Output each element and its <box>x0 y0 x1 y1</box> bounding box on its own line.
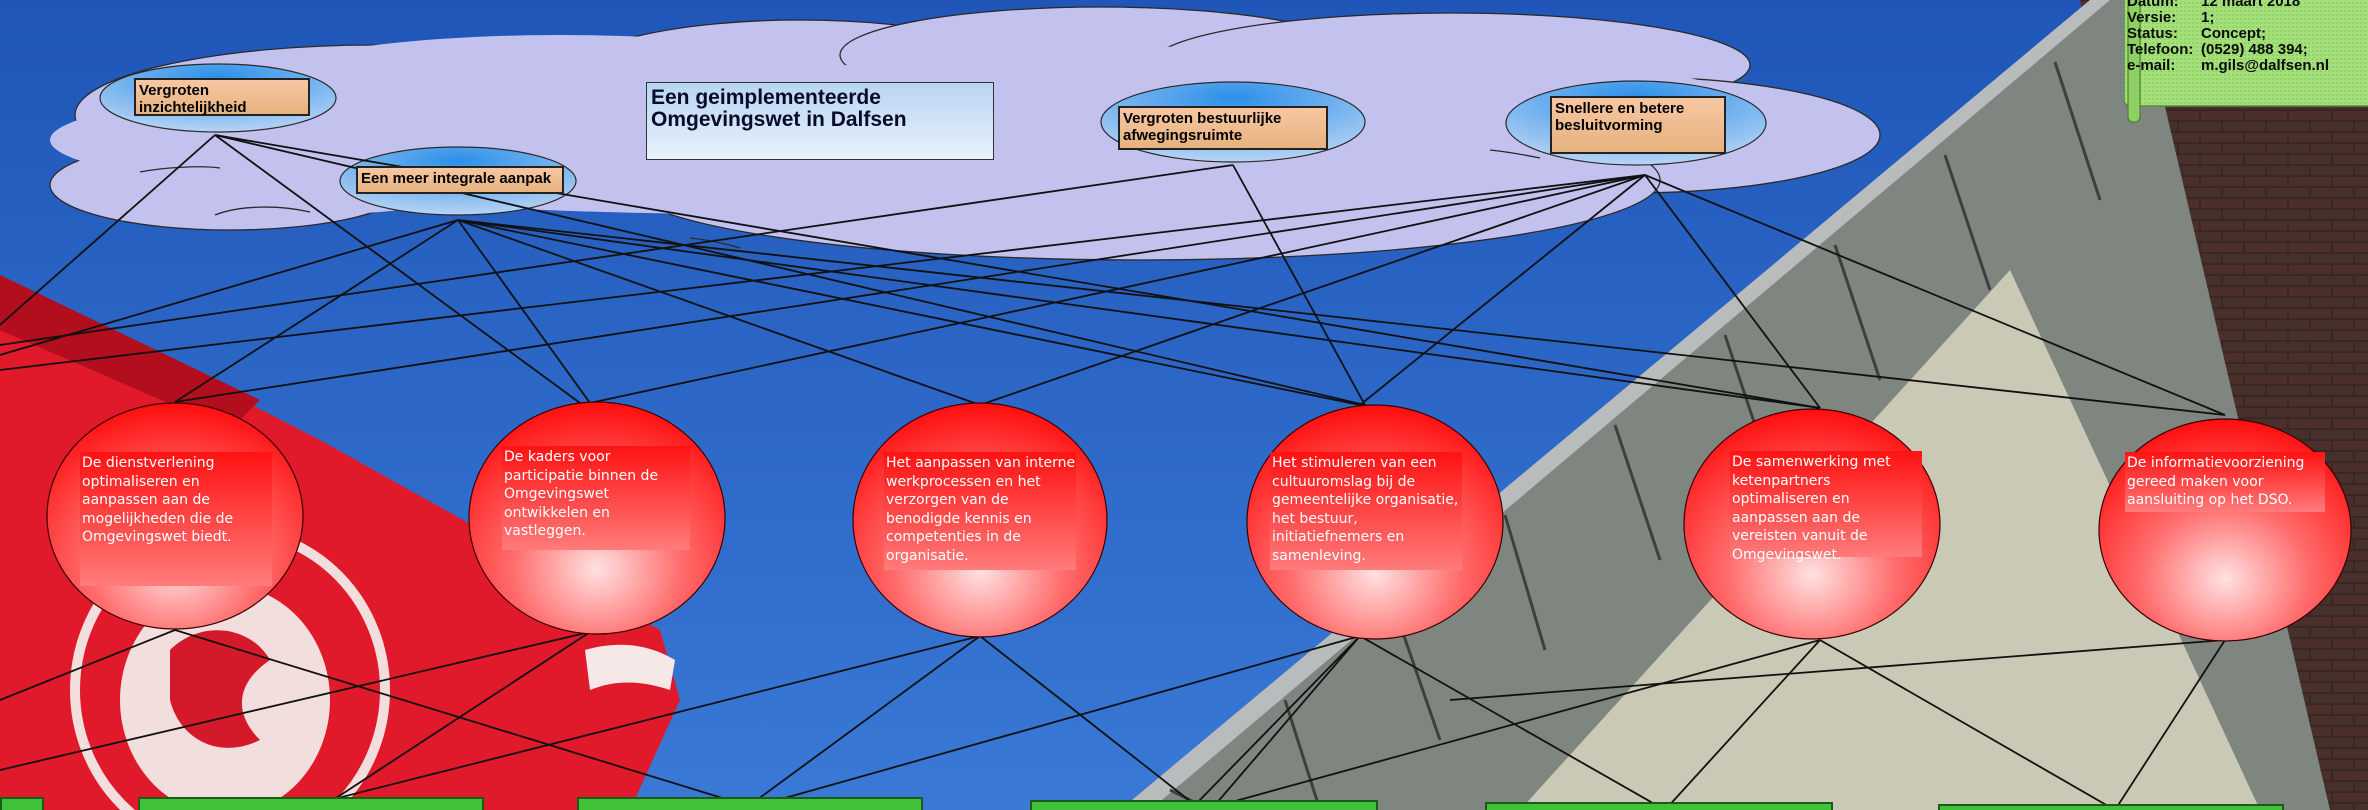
info-row-telefoon: Telefoon:(0529) 488 394; <box>2127 41 2308 58</box>
info-row-email: e-mail:m.gils@dalfsen.nl <box>2127 57 2329 74</box>
benefit-box-inzichtelijkheid: Vergroten inzichtelijkheid <box>134 78 310 116</box>
result-box <box>1938 804 2284 810</box>
info-row-status: Status:Concept; <box>2127 25 2266 42</box>
benefit-box-besluitvorming: Snellere en betere besluitvorming <box>1550 96 1726 154</box>
info-row-datum: Datum:12 maart 2018 <box>2127 0 2301 10</box>
result-box <box>577 797 923 810</box>
diagram-title: Een geimplementeerde Omgevingswet in Dal… <box>646 82 994 160</box>
result-box <box>1030 800 1378 810</box>
info-row-versie: Versie:1; <box>2127 9 2215 26</box>
result-box <box>138 797 484 810</box>
result-box <box>1485 802 1833 810</box>
document-info-panel: Datum:12 maart 2018 Versie:1; Status:Con… <box>2124 0 2368 123</box>
benefit-box-integrale-aanpak: Een meer integrale aanpak <box>356 166 564 194</box>
result-box <box>0 797 44 810</box>
goal-informatievoorziening: De informatievoorziening gereed maken vo… <box>2127 455 2305 508</box>
goal-cultuuromslag: Het stimuleren van een cultuuromslag bij… <box>1272 455 1459 564</box>
goal-werkprocessen: Het aanpassen van interne werkprocessen … <box>886 455 1076 564</box>
goal-dienstverlening: De dienstverlening optimaliseren en aanp… <box>82 455 234 545</box>
info-panel-background <box>2124 0 2368 123</box>
benefit-box-afwegingsruimte: Vergroten bestuurlijke afwegingsruimte <box>1118 106 1328 150</box>
goal-participatie: De kaders voor participatie binnen de Om… <box>504 449 659 539</box>
goal-ketenpartners: De samenwerking met ketenpartners optima… <box>1732 454 1891 563</box>
